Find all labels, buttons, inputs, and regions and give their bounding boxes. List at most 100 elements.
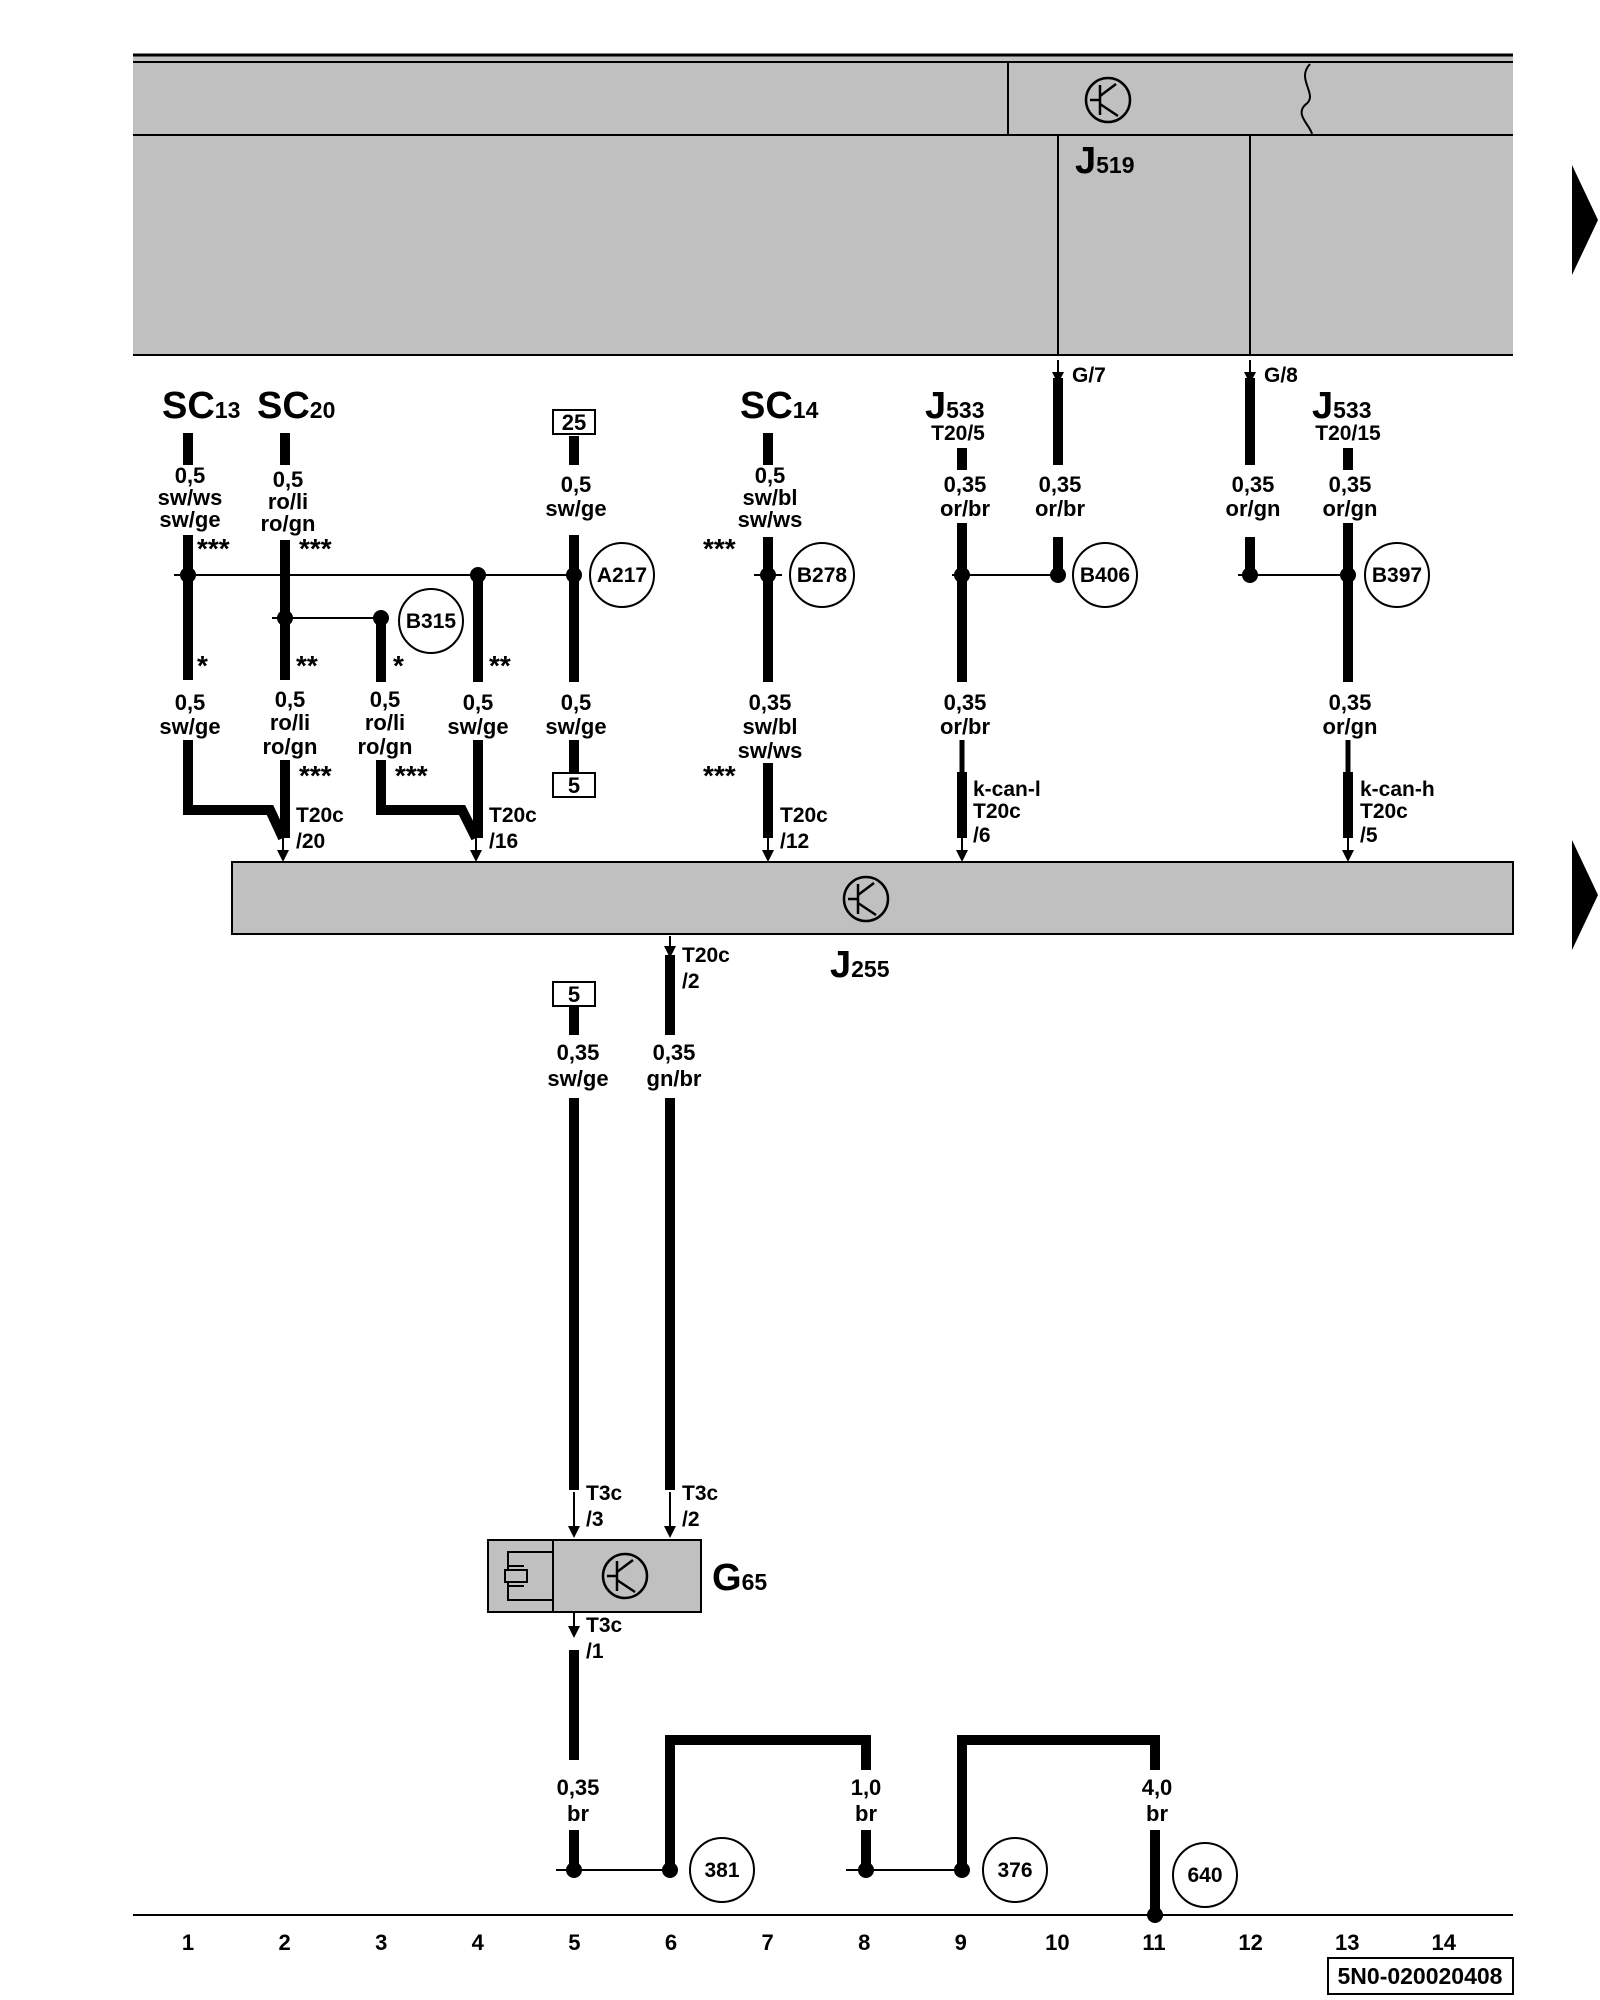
page-continue-arrow-icon — [1572, 165, 1598, 275]
connector-b315: B315 — [398, 588, 464, 654]
asterisk-note: ** — [296, 650, 318, 681]
wire-label: 0,35 or/gn — [1323, 690, 1378, 739]
pin-label: T3c /3 — [586, 1482, 623, 1531]
svg-text:B406: B406 — [1080, 564, 1130, 587]
wire-label: 0,35 sw/ge — [547, 1040, 608, 1091]
svg-text:/3: /3 — [586, 1508, 604, 1531]
asterisk-note: * — [393, 650, 404, 681]
grid-number: 1 — [182, 1930, 194, 1955]
sc13-label: SC13 — [162, 385, 240, 427]
svg-text:5: 5 — [568, 982, 580, 1007]
pin-g7: G/7 — [1072, 364, 1106, 387]
svg-text:0,5: 0,5 — [275, 687, 306, 712]
svg-text:sw/bl: sw/bl — [742, 714, 797, 739]
grid-number: 7 — [761, 1930, 773, 1955]
page-continue-arrow-icon — [1572, 840, 1598, 950]
svg-text:ro/li: ro/li — [270, 710, 310, 735]
svg-text:0,35: 0,35 — [944, 690, 987, 715]
document-id: 5N0-020020408 — [1327, 1957, 1514, 1995]
svg-text:sw/ge: sw/ge — [159, 714, 220, 739]
svg-text:T3c: T3c — [682, 1482, 719, 1505]
splice-lines — [174, 574, 1348, 619]
svg-text:0,35: 0,35 — [1232, 472, 1275, 497]
wire-label: 0,35 gn/br — [647, 1040, 702, 1091]
pin-label: T20c /16 — [489, 804, 537, 853]
wire-label: 0,5 sw/ge — [545, 690, 606, 739]
grid-number: 3 — [375, 1930, 387, 1955]
grid-number: 5 — [568, 1930, 580, 1955]
wire-label: 0,5 sw/ge — [545, 472, 606, 521]
svg-text:0,5: 0,5 — [370, 687, 401, 712]
svg-text:0,35: 0,35 — [557, 1040, 600, 1065]
connector-a217: A217 — [589, 542, 655, 608]
svg-text:/16: /16 — [489, 830, 518, 853]
control-unit-j255: J255 — [231, 861, 1514, 986]
grid-number: 4 — [472, 1930, 485, 1955]
svg-text:T20c: T20c — [682, 944, 730, 967]
svg-text:0,5: 0,5 — [561, 472, 592, 497]
transistor-symbol-icon — [842, 875, 890, 923]
svg-text:B397: B397 — [1372, 564, 1422, 587]
svg-text:T20c: T20c — [489, 804, 537, 827]
asterisk-note: ** — [489, 650, 511, 681]
svg-text:0,5: 0,5 — [175, 690, 206, 715]
svg-text:/12: /12 — [780, 830, 809, 853]
wire-label: 0,35 or/gn — [1226, 472, 1281, 521]
svg-text:5N0-020020408: 5N0-020020408 — [1338, 1963, 1503, 1989]
svg-text:sw/ge: sw/ge — [447, 714, 508, 739]
control-unit-j519: J519 — [133, 53, 1513, 356]
svg-text:br: br — [855, 1801, 877, 1826]
j533-pin-b: T20/15 — [1315, 422, 1381, 445]
svg-text:/2: /2 — [682, 970, 700, 993]
heating-element-icon — [504, 1551, 553, 1601]
svg-text:0,5: 0,5 — [755, 463, 786, 488]
pin-label: k-can-l T20c /6 — [973, 778, 1041, 847]
ground-point-640: 640 — [1172, 1842, 1238, 1908]
wire-label: 0,35 or/br — [940, 690, 991, 739]
ref-box-5: 5 — [552, 772, 596, 798]
svg-text:br: br — [1146, 1801, 1168, 1826]
grid-number: 6 — [665, 1930, 677, 1955]
svg-text:ro/li: ro/li — [365, 710, 405, 735]
ground-point-381: 381 — [689, 1837, 755, 1903]
svg-text:0,35: 0,35 — [749, 690, 792, 715]
wire-set-lower — [569, 955, 1160, 1915]
svg-text:25: 25 — [562, 410, 586, 435]
svg-text:T20c: T20c — [973, 800, 1021, 823]
wire-label: 0,5 sw/ws sw/ge — [158, 463, 223, 532]
ref-box-25: 25 — [552, 409, 596, 435]
svg-text:k-can-l: k-can-l — [973, 778, 1041, 801]
svg-text:or/gn: or/gn — [1323, 714, 1378, 739]
svg-text:sw/ws: sw/ws — [158, 485, 223, 510]
svg-text:ro/gn: ro/gn — [358, 734, 413, 759]
svg-text:T20c: T20c — [780, 804, 828, 827]
svg-text:sw/ge: sw/ge — [545, 714, 606, 739]
wire-label: 4,0 br — [1142, 1775, 1173, 1826]
svg-text:B278: B278 — [797, 564, 848, 587]
svg-text:or/gn: or/gn — [1323, 496, 1378, 521]
svg-text:or/br: or/br — [940, 714, 991, 739]
svg-text:or/gn: or/gn — [1226, 496, 1281, 521]
wire-label: 0,5 sw/ge — [447, 690, 508, 739]
svg-text:T3c: T3c — [586, 1614, 623, 1637]
pin-label: T20c /2 — [682, 944, 730, 993]
svg-text:381: 381 — [704, 1859, 739, 1882]
asterisk-note: *** — [703, 760, 736, 791]
splice-dots — [180, 567, 1356, 626]
asterisk-note: * — [197, 650, 208, 681]
svg-text:T20c: T20c — [1360, 800, 1408, 823]
svg-text:376: 376 — [997, 1859, 1032, 1882]
transistor-symbol-icon — [1084, 76, 1132, 124]
wire-label: 0,5 ro/li ro/gn — [263, 687, 318, 759]
splice-dots — [566, 1862, 1163, 1923]
grid-number: 13 — [1335, 1930, 1359, 1955]
pin-label: T20c /20 — [296, 804, 344, 853]
pin-label: T20c /12 — [780, 804, 828, 853]
asterisk-note: *** — [703, 533, 736, 564]
sc20-label: SC20 — [257, 385, 335, 427]
svg-text:k-can-h: k-can-h — [1360, 778, 1435, 801]
svg-text:/20: /20 — [296, 830, 325, 853]
j533-label-b: J533 — [1312, 385, 1372, 427]
